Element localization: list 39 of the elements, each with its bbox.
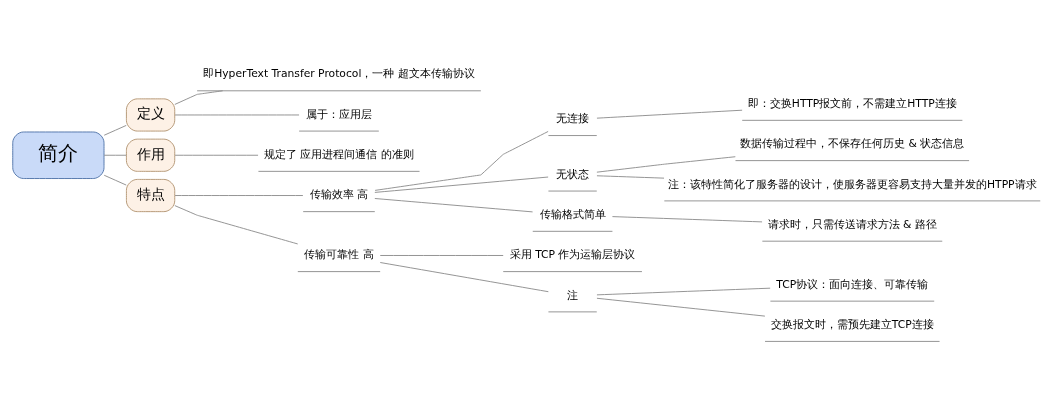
node-text: 规定了 应用进程间通信 的准则 xyxy=(264,148,414,162)
connector xyxy=(596,175,665,179)
connector xyxy=(103,174,127,186)
connector xyxy=(374,176,549,193)
node-text: 传输格式简单 xyxy=(539,207,606,221)
node-box: 定义 xyxy=(125,98,176,132)
connector xyxy=(174,195,304,196)
connector xyxy=(596,297,766,317)
node-text: 传输效率 高 xyxy=(309,188,369,202)
connector xyxy=(379,255,504,256)
connector xyxy=(174,114,300,116)
connector xyxy=(596,109,743,119)
connector xyxy=(174,90,224,105)
node-text: 无状态 xyxy=(556,167,590,181)
node-text: 采用 TCP 作为运输层协议 xyxy=(509,248,636,262)
node-text: 传输可靠性 高 xyxy=(304,248,374,262)
node-box: 作用 xyxy=(125,138,176,172)
connector xyxy=(374,131,549,191)
node-text: 即：交换HTTP报文前，不需建立HTTP连接 xyxy=(747,97,957,110)
connector xyxy=(103,154,127,156)
node-box: 简介 xyxy=(12,131,105,179)
node-text: 数据传输过程中，不保存任何历史 & 状态信息 xyxy=(740,137,965,151)
node-box: 特点 xyxy=(125,178,176,213)
connector xyxy=(374,198,534,213)
connector xyxy=(611,216,763,223)
connector xyxy=(174,205,299,245)
node-text: 注 xyxy=(567,288,579,302)
node-text: 属于：应用层 xyxy=(305,107,372,121)
connector xyxy=(103,124,127,136)
connector xyxy=(379,262,549,293)
node-text: 注：该特性简化了服务器的设计，使服务器更容易支持大量并发的HTPP请求 xyxy=(668,177,1037,191)
node-text: 交换报文时，需预先建立TCP连接 xyxy=(770,318,934,332)
connector xyxy=(174,154,259,156)
node-text: 即HyperText Transfer Protocol，一种 超文本传输协议 xyxy=(203,67,475,81)
connector xyxy=(596,287,771,296)
connector xyxy=(596,156,736,173)
node-text: TCP协议：面向连接、可靠传输 xyxy=(776,277,929,291)
node-text: 请求时，只需传送请求方法 & 路径 xyxy=(767,217,937,231)
node-text: 无连接 xyxy=(556,112,590,126)
